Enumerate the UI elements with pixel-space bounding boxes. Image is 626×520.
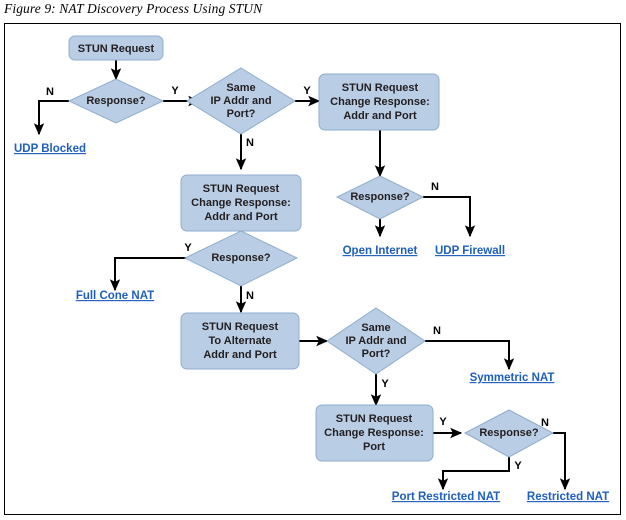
process-box — [180, 312, 300, 370]
node-same-ip-port-1-line-2: IP Addr and — [210, 95, 271, 107]
edge-same2-no-symmetric — [425, 340, 515, 371]
process-box — [68, 35, 164, 61]
decision-diamond — [463, 409, 555, 458]
node-stun-change-mid-line-2: Change Response: — [191, 197, 291, 209]
terminal-symmetric-nat[interactable]: Symmetric NAT — [470, 372, 555, 384]
node-stun-change-port[interactable]: STUN Request Change Response: Port — [315, 404, 434, 462]
node-response-3[interactable]: Response? — [183, 230, 299, 287]
flowchart-svg: STUN Request Response? Same IP Addr and … — [14, 35, 609, 503]
node-stun-change-mid-line-3: Addr and Port — [204, 211, 278, 223]
node-stun-change-mid-line-1: STUN Request — [203, 183, 280, 195]
node-stun-alt-line-2: To Alternate — [209, 335, 272, 347]
node-stun-alternate-addr-port[interactable]: STUN Request To Alternate Addr and Port — [180, 312, 300, 370]
node-same-ip-port-2-line-2: IP Addr and — [345, 335, 406, 347]
edge-response4-yes-portrestricted — [437, 457, 510, 491]
branch-label-same1-yes: Y — [303, 85, 311, 97]
figure-caption: Figure 9: NAT Discovery Process Using ST… — [4, 1, 263, 16]
node-response-1[interactable]: Response? — [67, 78, 165, 124]
terminal-udp-firewall[interactable]: UDP Firewall — [435, 245, 505, 257]
node-stun-alt-line-1: STUN Request — [202, 321, 279, 333]
node-same-ip-port-2[interactable]: Same IP Addr and Port? — [326, 307, 426, 375]
edge-layer — [33, 60, 571, 491]
terminal-udp-blocked[interactable]: UDP Blocked — [14, 143, 86, 155]
terminal-port-restricted-nat[interactable]: Port Restricted NAT — [392, 491, 500, 503]
node-response-2[interactable]: Response? — [335, 175, 425, 220]
branch-label-response1-no: N — [46, 86, 54, 98]
node-stun-change-port-line-3: Port — [363, 441, 385, 453]
process-box — [315, 404, 434, 462]
node-same-ip-port-2-line-1: Same — [361, 322, 390, 334]
node-stun-change-addr-port-mid[interactable]: STUN Request Change Response: Addr and P… — [180, 174, 302, 232]
branch-label-response4-no: N — [541, 417, 549, 429]
decision-diamond — [67, 78, 165, 124]
node-same-ip-port-1[interactable]: Same IP Addr and Port? — [186, 67, 296, 135]
branch-label-response3-yes: Y — [184, 242, 192, 254]
branch-label-same2-no: N — [433, 325, 441, 337]
node-response-3-label: Response? — [211, 252, 271, 264]
node-stun-change-port-line-2: Change Response: — [324, 427, 424, 439]
node-stun-change-port-line-1: STUN Request — [336, 413, 413, 425]
branch-label-response1-yes: Y — [171, 85, 179, 97]
edge-response3-yes-fullcone — [109, 257, 197, 292]
node-response-4-label: Response? — [479, 427, 539, 439]
node-response-2-label: Response? — [350, 191, 410, 203]
edge-response4-no-restricted — [553, 432, 571, 491]
decision-diamond — [335, 175, 425, 220]
decision-diamond — [326, 307, 426, 375]
node-same-ip-port-1-line-1: Same — [226, 82, 255, 94]
branch-label-stunport-yes: Y — [439, 416, 447, 428]
edge-response2-no-udpfirewall — [423, 196, 476, 238]
terminal-open-internet[interactable]: Open Internet — [343, 245, 418, 257]
branch-label-same2-yes: Y — [381, 378, 389, 390]
branch-label-layer: N Y Y N N Y N N Y Y Y N — [46, 85, 549, 472]
node-stun-alt-line-3: Addr and Port — [203, 349, 277, 361]
node-same-ip-port-1-line-3: Port? — [227, 108, 256, 120]
diagram-frame: STUN Request Response? Same IP Addr and … — [4, 23, 621, 515]
node-stun-change-addr-port-right[interactable]: STUN Request Change Response: Addr and P… — [318, 73, 440, 131]
terminal-full-cone-nat[interactable]: Full Cone NAT — [76, 290, 154, 302]
node-same-ip-port-2-line-3: Port? — [362, 348, 391, 360]
node-response-4[interactable]: Response? — [463, 409, 555, 458]
node-response-1-label: Response? — [86, 95, 146, 107]
branch-label-response4-yes: Y — [514, 460, 522, 472]
node-stun-change-right-line-1: STUN Request — [342, 82, 419, 94]
branch-label-response2-no: N — [431, 181, 439, 193]
terminal-restricted-nat[interactable]: Restricted NAT — [527, 491, 609, 503]
process-box — [318, 73, 440, 131]
branch-label-response3-no: N — [246, 290, 254, 302]
node-stun-request[interactable]: STUN Request — [68, 35, 164, 61]
edge-response1-no-udpblocked — [33, 100, 69, 136]
decision-diamond — [186, 67, 296, 135]
decision-diamond — [183, 230, 299, 287]
node-stun-change-right-line-3: Addr and Port — [343, 110, 417, 122]
branch-label-same1-no: N — [246, 137, 254, 149]
node-stun-change-right-line-2: Change Response: — [330, 96, 430, 108]
node-stun-request-label: STUN Request — [78, 43, 155, 55]
